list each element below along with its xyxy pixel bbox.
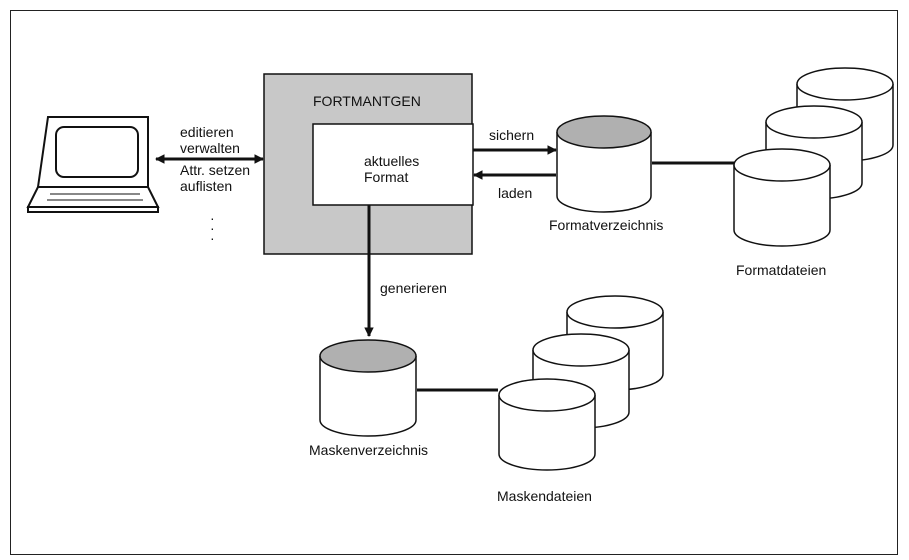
mask-directory-cylinder: [319, 339, 417, 437]
load-label: laden: [498, 185, 533, 201]
format-directory-cylinder: [556, 115, 652, 213]
computer-terminal-icon: [26, 116, 160, 213]
mask-directory-label: Maskenverzeichnis: [309, 442, 429, 458]
format-files-stack: [733, 67, 894, 247]
generate-label: generieren: [380, 280, 447, 296]
mask-file-cylinder: [498, 378, 596, 471]
mask-files-stack: [498, 295, 664, 471]
op-list: auflisten: [180, 178, 233, 194]
main-box-title: FORTMANTGEN: [313, 93, 421, 109]
mask-files-label: Maskendateien: [497, 488, 592, 504]
current-format-line1: aktuelles: [364, 153, 420, 169]
save-label: sichern: [489, 127, 535, 143]
op-edit: editieren: [180, 124, 234, 140]
ellipsis-dot: ·: [210, 230, 215, 246]
op-set-attributes: Attr. setzen: [180, 162, 251, 178]
current-format-line2: Format: [364, 169, 409, 185]
format-file-cylinder: [733, 148, 831, 247]
ellipsis-dot: ·: [210, 220, 215, 236]
format-directory-label: Formatverzeichnis: [549, 217, 664, 233]
ellipsis-dot: ·: [210, 210, 215, 226]
op-manage: verwalten: [180, 140, 240, 156]
current-format-box: [312, 123, 474, 206]
format-files-label: Formatdateien: [736, 262, 827, 278]
